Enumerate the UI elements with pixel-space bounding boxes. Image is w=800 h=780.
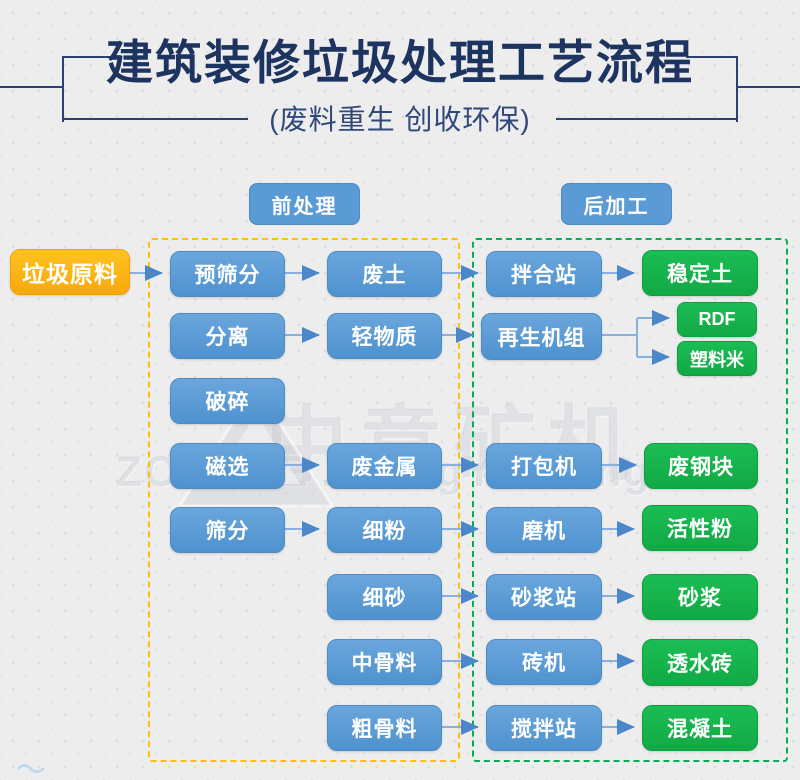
node-waste-soil: 废土: [327, 251, 442, 297]
node-screening: 筛分: [170, 507, 285, 553]
node-mixing-plant: 搅拌站: [486, 705, 602, 751]
node-crushing: 破碎: [170, 378, 285, 424]
node-permeable-brick: 透水砖: [642, 639, 758, 686]
page-title: 建筑装修垃圾处理工艺流程: [106, 36, 694, 89]
decor-line-subtitle-right: [556, 118, 738, 120]
node-mixing-station: 拌合站: [486, 251, 602, 297]
node-mill: 磨机: [486, 507, 602, 553]
decor-line-left-tick: [62, 56, 114, 58]
decor-line-right-vertical: [736, 56, 738, 122]
node-mortar: 砂浆: [642, 574, 758, 620]
node-stabilized-soil: 稳定土: [642, 250, 758, 296]
decor-line-left-vertical: [62, 56, 64, 122]
page-subtitle: (废料重生 创收环保): [269, 104, 531, 135]
squiggle-decoration-icon: [17, 764, 45, 773]
node-rdf: RDF: [677, 302, 757, 337]
node-concrete: 混凝土: [642, 705, 758, 751]
node-medium-aggregate: 中骨料: [327, 639, 442, 685]
node-plastic-pellets: 塑料米: [677, 341, 757, 376]
section-label-pre-processing: 前处理: [249, 183, 360, 225]
node-active-powder: 活性粉: [642, 505, 758, 551]
section-label-post-processing: 后加工: [561, 183, 672, 225]
node-fine-sand: 细砂: [327, 574, 442, 620]
pre-processing-zone: [148, 238, 460, 762]
node-light-materials: 轻物质: [327, 313, 442, 359]
node-pre-screening: 预筛分: [170, 251, 285, 297]
decor-line-left-edge: [0, 86, 62, 88]
node-brick-machine: 砖机: [486, 639, 602, 685]
node-magnetic-separation: 磁选: [170, 443, 285, 489]
node-separation: 分离: [170, 313, 285, 359]
node-mortar-station: 砂浆站: [486, 574, 602, 620]
node-baler: 打包机: [486, 443, 602, 489]
node-recycling-unit: 再生机组: [481, 313, 602, 360]
decor-line-right-edge: [738, 86, 800, 88]
decor-line-right-tick: [686, 56, 738, 58]
node-scrap-steel-block: 废钢块: [644, 443, 758, 489]
node-waste-raw-material: 垃圾原料: [10, 249, 130, 295]
post-processing-zone: [472, 238, 788, 762]
node-coarse-aggregate: 粗骨料: [327, 705, 442, 751]
decor-line-subtitle-left: [62, 118, 248, 120]
node-scrap-metal: 废金属: [327, 443, 442, 489]
node-fine-powder: 细粉: [327, 507, 442, 553]
